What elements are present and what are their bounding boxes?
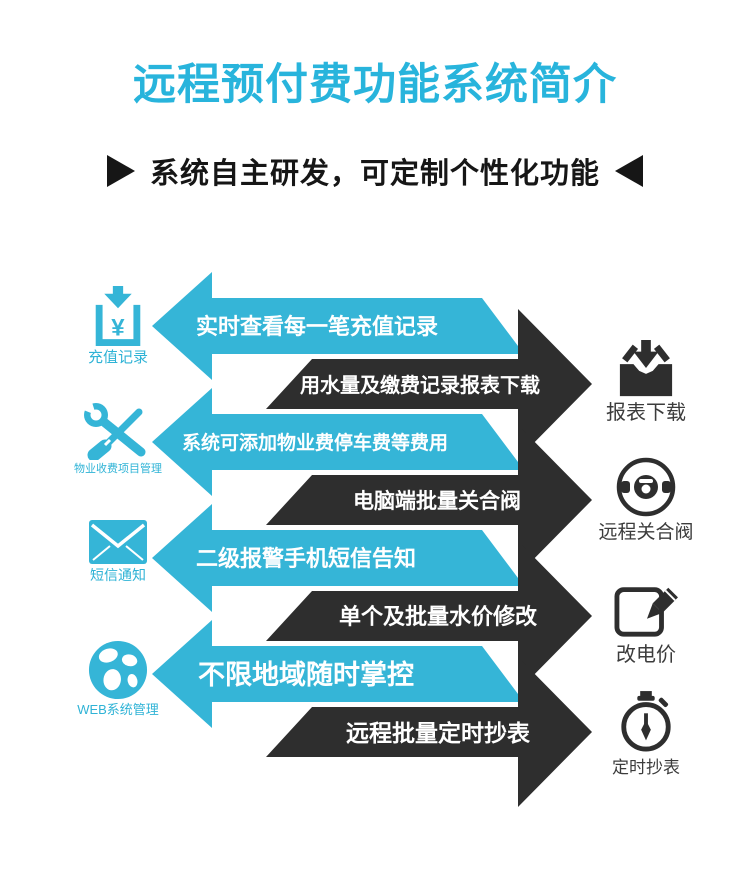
edit-price-icon — [614, 587, 678, 637]
page-title: 远程预付费功能系统简介 — [133, 61, 617, 109]
arrow-label: 二级报警手机短信告知 — [196, 546, 416, 571]
triangle-right-icon — [106, 155, 135, 187]
arrow-label: 系统可添加物业费停车费等费用 — [182, 431, 448, 454]
arrow-right-shape — [266, 657, 592, 807]
tools-icon — [81, 402, 146, 460]
flow-arrow-left-4: 不限地域随时掌控 — [152, 620, 524, 728]
arrow-left-shape — [152, 504, 524, 612]
flow-arrow-left-2: 系统可添加物业费停车费等费用 — [152, 388, 524, 496]
arrow-label: 电脑端批量关合阀 — [353, 489, 521, 513]
yuan-glyph: ¥ — [111, 315, 125, 342]
feature-label: 改电价 — [616, 644, 676, 666]
recharge-record-icon: ¥ — [95, 286, 141, 346]
feature-recharge-record: ¥ 充值记录 — [56, 286, 180, 366]
arrow-label: 用水量及缴费记录报表下载 — [300, 373, 540, 397]
arrow-label: 实时查看每一笔充值记录 — [196, 314, 438, 339]
arrow-right-shape — [266, 541, 592, 691]
feature-timed-reading: 定时抄表 — [571, 690, 721, 778]
feature-web-manage: WEB系统管理 — [56, 640, 180, 718]
flow-arrow-right-3: 单个及批量水价修改 — [266, 541, 592, 691]
feature-label: 充值记录 — [87, 349, 148, 366]
flow-arrows-canvas: 实时查看每一笔充值记录 系统可添加物业费停车费等费用 二级报警手机短信告知 不限… — [152, 272, 592, 807]
arrow-label: 远程批量定时抄表 — [346, 720, 531, 746]
feature-report-download: 报表下载 — [571, 340, 721, 425]
feature-remote-valve: 远程关合阀 — [571, 456, 721, 544]
arrow-right-shape — [266, 309, 592, 459]
feature-sms-notify: 短信通知 — [56, 520, 180, 583]
subtitle-row: 系统自主研发，可定制个性化功能 — [0, 150, 750, 192]
globe-icon — [88, 640, 148, 700]
feature-label: 物业收费项目管理 — [74, 463, 162, 475]
feature-property-fees: 物业收费项目管理 — [56, 402, 180, 476]
feature-label: 远程关合阀 — [598, 522, 694, 543]
flow-arrow-left-1: 实时查看每一笔充值记录 — [152, 272, 524, 380]
stopwatch-icon — [621, 691, 671, 752]
envelope-icon — [89, 520, 147, 564]
arrow-label: 单个及批量水价修改 — [339, 604, 538, 629]
arrow-left-shape — [152, 272, 524, 380]
feature-label: WEB系统管理 — [77, 702, 159, 717]
arrow-right-shape — [266, 425, 592, 575]
feature-label: 定时抄表 — [612, 758, 680, 777]
flow-arrow-right-2: 电脑端批量关合阀 — [266, 425, 592, 575]
arrow-label: 不限地域随时掌控 — [198, 660, 414, 690]
flow-arrow-right-4: 远程批量定时抄表 — [266, 657, 592, 807]
triangle-left-icon — [615, 155, 643, 187]
subtitle-text: 系统自主研发，可定制个性化功能 — [149, 158, 600, 190]
flow-arrow-left-3: 二级报警手机短信告知 — [152, 504, 524, 612]
valve-icon — [616, 457, 676, 517]
feature-label: 短信通知 — [90, 567, 146, 583]
arrow-left-shape — [152, 388, 524, 496]
report-download-icon — [619, 340, 673, 397]
feature-edit-price: 改电价 — [571, 578, 721, 667]
flow-arrow-right-1: 用水量及缴费记录报表下载 — [266, 309, 592, 459]
arrow-left-shape — [152, 620, 524, 728]
feature-label: 报表下载 — [606, 402, 686, 424]
